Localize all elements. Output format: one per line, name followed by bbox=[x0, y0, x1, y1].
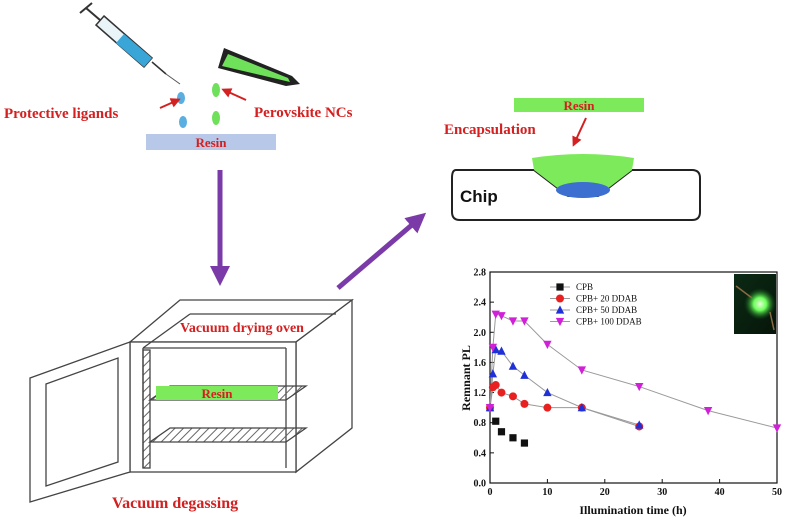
y-tick-label: 2.8 bbox=[474, 268, 487, 279]
legend-label: CPB bbox=[576, 282, 593, 292]
plot-frame bbox=[489, 271, 778, 484]
y-tick-label: 1.2 bbox=[474, 388, 487, 399]
protective-ligands-label: Protective ligands bbox=[4, 106, 118, 122]
y-tick-label: 1.6 bbox=[474, 358, 487, 369]
data-point-2-2 bbox=[491, 345, 500, 354]
data-point-3-4 bbox=[508, 317, 518, 326]
x-tick-label: 10 bbox=[542, 487, 552, 498]
data-point-1-6 bbox=[543, 403, 552, 412]
oven-label: Vacuum drying oven bbox=[180, 321, 304, 336]
data-point-1-4 bbox=[508, 392, 517, 401]
data-point-3-1 bbox=[488, 343, 498, 352]
data-point-0-3 bbox=[509, 434, 517, 442]
remnant-pl-chart: 0 10 20 30 40 50 0.0 0.4 0.8 1.2 1.6 2.0 2.4 2.8 CPB… bbox=[459, 268, 782, 518]
chip-label: Chip bbox=[460, 187, 498, 206]
data-point-2-5 bbox=[520, 370, 529, 379]
x-tick-label: 30 bbox=[657, 487, 667, 498]
legend-label: CPB+ 100 DDAB bbox=[576, 317, 642, 327]
legend-marker bbox=[556, 283, 564, 291]
encap-resin-label: Resin bbox=[563, 98, 595, 113]
legend-marker bbox=[555, 317, 565, 327]
data-point-0-1 bbox=[492, 417, 500, 425]
data-point-1-3 bbox=[497, 388, 506, 397]
x-tick-label: 20 bbox=[600, 487, 610, 498]
encap-arrow bbox=[572, 117, 587, 147]
x-axis-ticks: 0 10 20 30 40 50 bbox=[488, 479, 782, 498]
data-point-2-3 bbox=[497, 346, 506, 355]
y-axis-label: Remnant PL bbox=[459, 345, 473, 411]
y-tick-label: 0.8 bbox=[474, 418, 487, 429]
data-point-3-3 bbox=[497, 312, 506, 321]
x-tick-label: 50 bbox=[772, 487, 782, 498]
flow-arrow-diagonal bbox=[336, 212, 427, 290]
legend-marker bbox=[556, 294, 564, 303]
encapsulation-label: Encapsulation bbox=[444, 122, 536, 138]
resin-bar-label: Resin bbox=[195, 135, 227, 150]
data-point-3-9 bbox=[703, 407, 713, 416]
led-photo-icon bbox=[734, 274, 776, 334]
data-point-1-2 bbox=[491, 381, 500, 390]
oven-resin-label: Resin bbox=[201, 386, 233, 401]
data-point-3-8 bbox=[635, 382, 644, 392]
legend-label: CPB+ 50 DDAB bbox=[576, 305, 637, 315]
nc-droplet-icon bbox=[212, 83, 220, 97]
data-point-2-8 bbox=[635, 420, 644, 429]
data-point-3-6 bbox=[543, 340, 552, 349]
encap-resin-block bbox=[514, 98, 644, 112]
data-point-0-4 bbox=[520, 439, 529, 447]
resin-bar bbox=[146, 134, 276, 150]
data-point-1-5 bbox=[520, 399, 529, 408]
droplet-icon bbox=[177, 92, 185, 104]
pipette-icon bbox=[218, 48, 300, 86]
x-tick-label: 40 bbox=[715, 487, 725, 498]
oven-resin-block bbox=[156, 386, 278, 400]
data-point-3-5 bbox=[520, 317, 529, 326]
y-tick-label: 2.4 bbox=[474, 298, 487, 309]
y-tick-label: 2.0 bbox=[474, 328, 487, 339]
syringe-icon bbox=[79, 2, 181, 85]
data-point-3-0 bbox=[485, 404, 495, 413]
chip bbox=[451, 154, 701, 221]
series-points bbox=[485, 310, 782, 447]
y-tick-label: 0.0 bbox=[474, 479, 487, 490]
data-point-3-7 bbox=[577, 366, 587, 375]
droplet-icon bbox=[179, 116, 187, 128]
y-axis-ticks: 0.0 0.4 0.8 1.2 1.6 2.0 2.4 2.8 bbox=[474, 268, 494, 490]
y-tick-label: 0.4 bbox=[474, 448, 487, 459]
nc-arrow bbox=[221, 88, 247, 101]
data-point-2-4 bbox=[508, 361, 518, 370]
x-tick-label: 0 bbox=[488, 487, 493, 498]
vacuum-degassing-label: Vacuum degassing bbox=[112, 495, 238, 512]
ligand-arrow bbox=[159, 98, 181, 109]
data-point-0-2 bbox=[497, 428, 506, 436]
data-point-2-1 bbox=[488, 369, 498, 378]
legend-label: CPB+ 20 DDAB bbox=[576, 294, 637, 304]
x-axis-label: Illumination time (h) bbox=[579, 503, 686, 517]
legend-marker bbox=[555, 305, 565, 314]
nc-droplet-icon bbox=[212, 111, 220, 125]
data-point-3-10 bbox=[772, 424, 782, 433]
data-point-2-6 bbox=[543, 387, 552, 397]
data-point-2-7 bbox=[577, 403, 587, 412]
perovskite-ncs-label: Perovskite NCs bbox=[254, 105, 353, 121]
